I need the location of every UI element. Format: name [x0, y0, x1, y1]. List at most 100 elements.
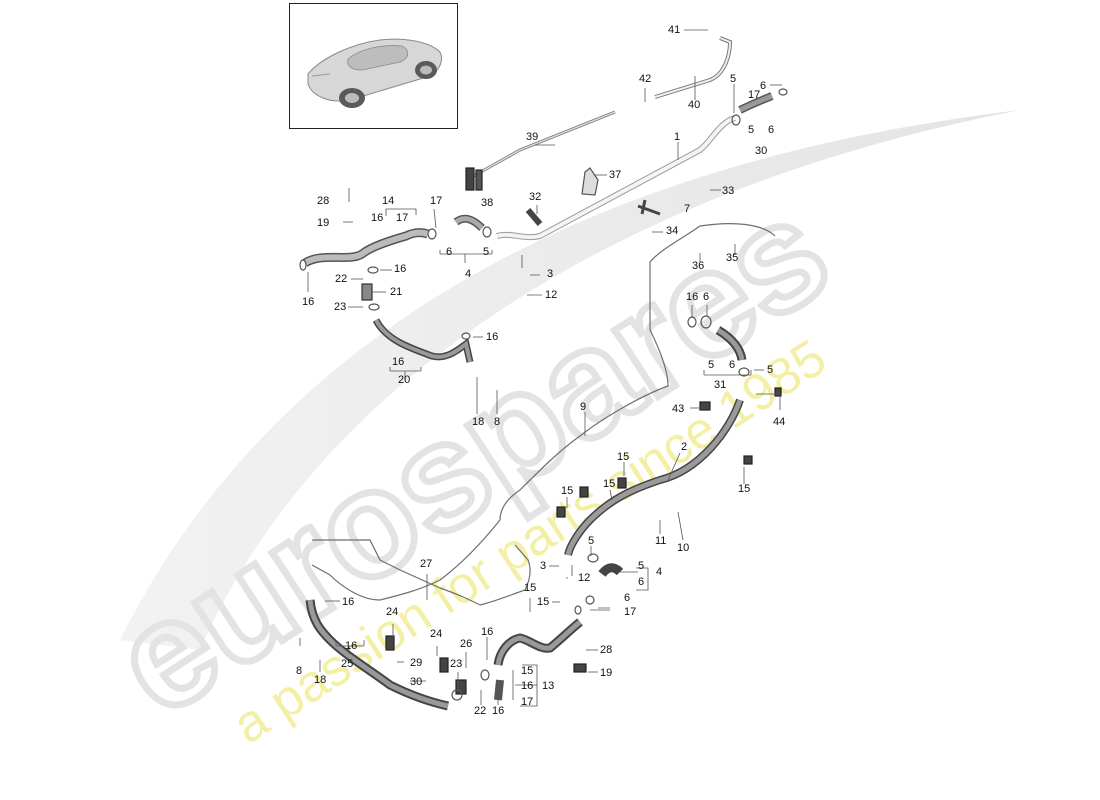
callout-42: 42: [639, 73, 652, 85]
callout-16: 16: [521, 680, 534, 692]
callout-27: 27: [420, 558, 433, 570]
callout-18: 18: [314, 674, 327, 686]
callout-24: 24: [430, 628, 443, 640]
callout-15: 15: [521, 665, 534, 677]
callout-38: 38: [481, 197, 494, 209]
callout-28: 28: [317, 195, 330, 207]
callout-6: 6: [729, 359, 736, 371]
callout-43: 43: [672, 403, 685, 415]
callout-28: 28: [600, 644, 613, 656]
callout-14: 14: [382, 195, 395, 207]
callout-21: 21: [390, 286, 403, 298]
callout-17: 17: [748, 89, 761, 101]
callout-22: 22: [474, 705, 487, 717]
callout-36: 36: [692, 260, 705, 272]
car-icon: [307, 38, 443, 108]
callout-3: 3: [547, 268, 554, 280]
vehicle-thumbnail: [289, 3, 458, 129]
callout-29: 29: [410, 657, 423, 669]
callout-15: 15: [617, 451, 630, 463]
callout-17: 17: [521, 696, 534, 708]
callout-8: 8: [494, 416, 501, 428]
line-35-9: [499, 223, 776, 521]
callout-33: 33: [722, 185, 735, 197]
callout-2: 2: [681, 441, 688, 453]
callout-35: 35: [726, 252, 739, 264]
callout-5: 5: [730, 73, 737, 85]
callout-12: 12: [545, 289, 558, 301]
callout-32: 32: [529, 191, 542, 203]
callout-16: 16: [492, 705, 505, 717]
callout-6: 6: [638, 576, 645, 588]
callout-23: 23: [334, 301, 347, 313]
callout-15: 15: [561, 485, 574, 497]
callout-30: 30: [410, 676, 423, 688]
callout-16: 16: [394, 263, 407, 275]
callout-20: 20: [398, 374, 411, 386]
callout-6: 6: [760, 80, 767, 92]
callout-13: 13: [542, 680, 555, 692]
callout-30: 30: [755, 145, 768, 157]
callout-15: 15: [603, 478, 616, 490]
callout-9: 9: [580, 401, 587, 413]
callout-40: 40: [688, 99, 701, 111]
callout-41: 41: [668, 24, 681, 36]
callout-5: 5: [708, 359, 715, 371]
callout-4: 4: [465, 268, 472, 280]
callout-6: 6: [446, 246, 453, 258]
callout-3: 3: [540, 560, 547, 572]
bracket-7: [637, 199, 661, 216]
hose-4-lower: [598, 563, 624, 577]
callout-7: 7: [684, 203, 691, 215]
callout-15: 15: [537, 596, 550, 608]
callout-4: 4: [656, 566, 663, 578]
callout-12: 12: [578, 572, 591, 584]
callout-6: 6: [624, 592, 631, 604]
callout-16: 16: [342, 596, 355, 608]
callout-19: 19: [600, 667, 613, 679]
callout-17: 17: [396, 212, 409, 224]
callout-5: 5: [588, 535, 595, 547]
callout-31: 31: [714, 379, 727, 391]
callout-11: 11: [655, 535, 667, 547]
part-21: [361, 283, 373, 301]
callout-16: 16: [302, 296, 315, 308]
callout-16: 16: [686, 291, 699, 303]
hose-2: [564, 398, 744, 557]
callout-16: 16: [486, 331, 499, 343]
callout-17: 17: [430, 195, 443, 207]
callout-34: 34: [666, 225, 679, 237]
callout-15: 15: [738, 483, 751, 495]
callout-19: 19: [317, 217, 330, 229]
callout-1: 1: [674, 131, 681, 143]
hose-40: [654, 36, 733, 99]
callout-25: 25: [341, 658, 354, 670]
callout-6: 6: [703, 291, 710, 303]
callout-5: 5: [483, 246, 490, 258]
callout-23: 23: [450, 658, 463, 670]
callout-37: 37: [609, 169, 622, 181]
callout-5: 5: [767, 364, 774, 376]
callout-16: 16: [345, 640, 358, 652]
hose-20: [372, 318, 474, 363]
callout-17: 17: [624, 606, 637, 618]
bracket-37: [581, 167, 599, 196]
callout-16: 16: [481, 626, 494, 638]
callout-8: 8: [296, 665, 303, 677]
callout-44: 44: [773, 416, 786, 428]
hose-25: [305, 599, 449, 711]
callout-24: 24: [386, 606, 399, 618]
callout-15: 15: [524, 582, 537, 594]
hose-32: [525, 208, 543, 226]
callout-10: 10: [677, 542, 690, 554]
callout-16: 16: [392, 356, 405, 368]
callout-26: 26: [460, 638, 473, 650]
callout-6: 6: [768, 124, 775, 136]
callout-16: 16: [371, 212, 384, 224]
callout-5: 5: [748, 124, 755, 136]
callout-39: 39: [526, 131, 539, 143]
callout-18: 18: [472, 416, 485, 428]
callout-5: 5: [638, 560, 645, 572]
